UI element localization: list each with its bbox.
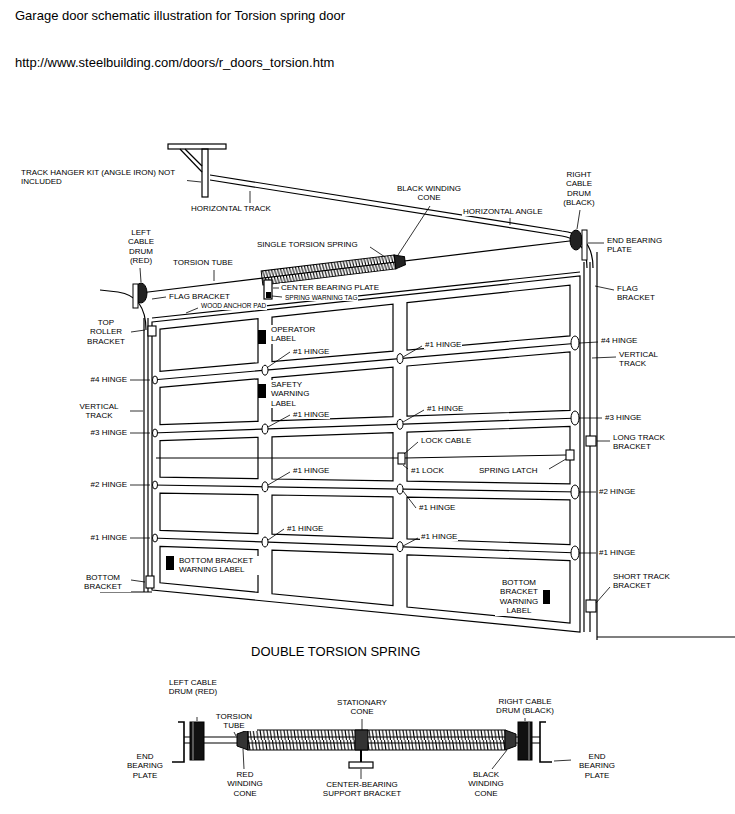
part-label: TORSION TUBE xyxy=(211,712,257,731)
hinge-label: #1 HINGE xyxy=(598,548,636,557)
section-heading: DOUBLE TORSION SPRING xyxy=(250,644,421,659)
part-label: STATIONARY CONE xyxy=(325,698,399,717)
part-label: FLAG BRACKET xyxy=(168,292,231,301)
part-label: SINGLE TORSION SPRING xyxy=(256,240,359,249)
part-label: FLAG BRACKET xyxy=(616,284,668,303)
part-label: BLACK WINDING CONE xyxy=(459,770,513,798)
hinge-label: #2 HINGE xyxy=(598,487,636,496)
part-label: LEFT CABLE DRUM (RED) xyxy=(167,678,219,697)
part-label: RIGHT CABLE DRUM (BLACK) xyxy=(555,170,603,208)
part-label: #1 LOCK xyxy=(410,466,445,475)
part-label: VERTICAL TRACK xyxy=(69,402,129,421)
part-label: HORIZONTAL ANGLE xyxy=(462,207,544,216)
part-label: LOCK CABLE xyxy=(420,436,472,445)
part-label: BLACK WINDING CONE xyxy=(395,184,463,203)
part-label: LEFT CABLE DRUM (RED) xyxy=(119,228,163,266)
hinge-label: #3 HINGE xyxy=(604,413,642,422)
part-label: TOP ROLLER BRACKET xyxy=(81,318,131,346)
part-label: TORSION TUBE xyxy=(172,258,234,267)
hinge-label: #1 HINGE xyxy=(90,533,128,542)
part-label: TRACK HANGER KIT (ANGLE IRON) NOT INCLUD… xyxy=(20,168,187,187)
part-label: CENTER BEARING PLATE xyxy=(280,283,380,292)
hinge-label: #1 HINGE xyxy=(426,404,464,413)
part-label: BOTTOM BRACKET xyxy=(75,573,131,592)
hinge-label: #1 HINGE xyxy=(286,524,324,533)
hinge-label: #2 HINGE xyxy=(90,480,128,489)
part-label: CENTER-BEARING SUPPORT BRACKET xyxy=(309,780,415,799)
part-label: SPRING LATCH xyxy=(478,466,539,475)
part-label: LONG TRACK BRACKET xyxy=(612,433,694,452)
hinge-label: #1 HINGE xyxy=(418,503,456,512)
hinge-label: #1 HINGE xyxy=(292,410,330,419)
torsion-spring xyxy=(261,254,406,285)
part-label: END BEARING PLATE xyxy=(119,752,171,780)
hinge-label: #1 HINGE xyxy=(424,340,462,349)
hinge-label: #4 HINGE xyxy=(600,336,638,345)
part-label: BOTTOM BRACKET WARNING LABEL xyxy=(178,556,260,575)
part-label: OPERATOR LABEL xyxy=(270,325,324,344)
hinge-label: #1 HINGE xyxy=(292,347,330,356)
door-panels xyxy=(100,144,735,640)
hinge-label: #3 HINGE xyxy=(90,428,128,437)
tag-label: SPRING WARNING TAG xyxy=(284,294,358,302)
part-label: BOTTOM BRACKET WARNING LABEL xyxy=(495,578,543,616)
part-label: RIGHT CABLE DRUM (BLACK) xyxy=(487,697,563,716)
part-label: SAFETY WARNING LABEL xyxy=(270,380,324,408)
hinge-label: #1 HINGE xyxy=(420,532,458,541)
title-text: Garage door schematic illustration for T… xyxy=(14,8,346,23)
hinge-label: #1 HINGE xyxy=(292,466,330,475)
leader-lines xyxy=(130,180,616,779)
part-label: SHORT TRACK BRACKET xyxy=(612,572,694,591)
hinge-label: #4 HINGE xyxy=(90,375,128,384)
part-label: END BEARING PLATE xyxy=(606,236,672,255)
source-url: http://www.steelbuilding.com/doors/r_doo… xyxy=(14,55,335,70)
part-label: RED WINDING CONE xyxy=(219,770,271,798)
part-label: VERTICAL TRACK xyxy=(618,350,678,369)
part-label: END BEARING PLATE xyxy=(571,752,623,780)
tag-label: WOOD ANCHOR PAD xyxy=(200,302,267,310)
part-label: HORIZONTAL TRACK xyxy=(190,204,272,213)
